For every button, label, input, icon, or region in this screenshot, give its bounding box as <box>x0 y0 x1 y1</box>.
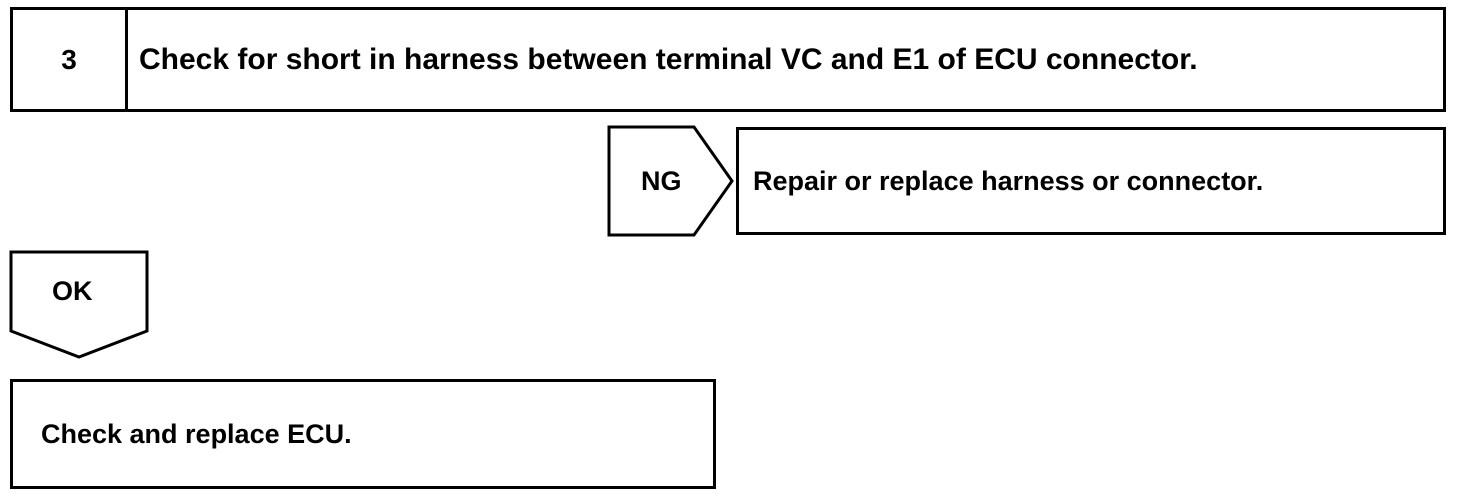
ng-action-box: Repair or replace harness or connector. <box>736 127 1446 235</box>
step-header-box: 3 Check for short in harness between ter… <box>10 7 1446 112</box>
ok-arrow-tag-icon <box>9 250 149 359</box>
ok-action-text: Check and replace ECU. <box>41 418 352 449</box>
step-number: 3 <box>13 10 128 109</box>
step-title: Check for short in harness between termi… <box>139 42 1198 76</box>
ok-label: OK <box>52 276 93 306</box>
ng-arrow-tag-icon <box>607 125 734 237</box>
ok-action-box: Check and replace ECU. <box>10 379 716 489</box>
ng-action-text: Repair or replace harness or connector. <box>753 165 1264 196</box>
ng-label: NG <box>641 166 682 196</box>
